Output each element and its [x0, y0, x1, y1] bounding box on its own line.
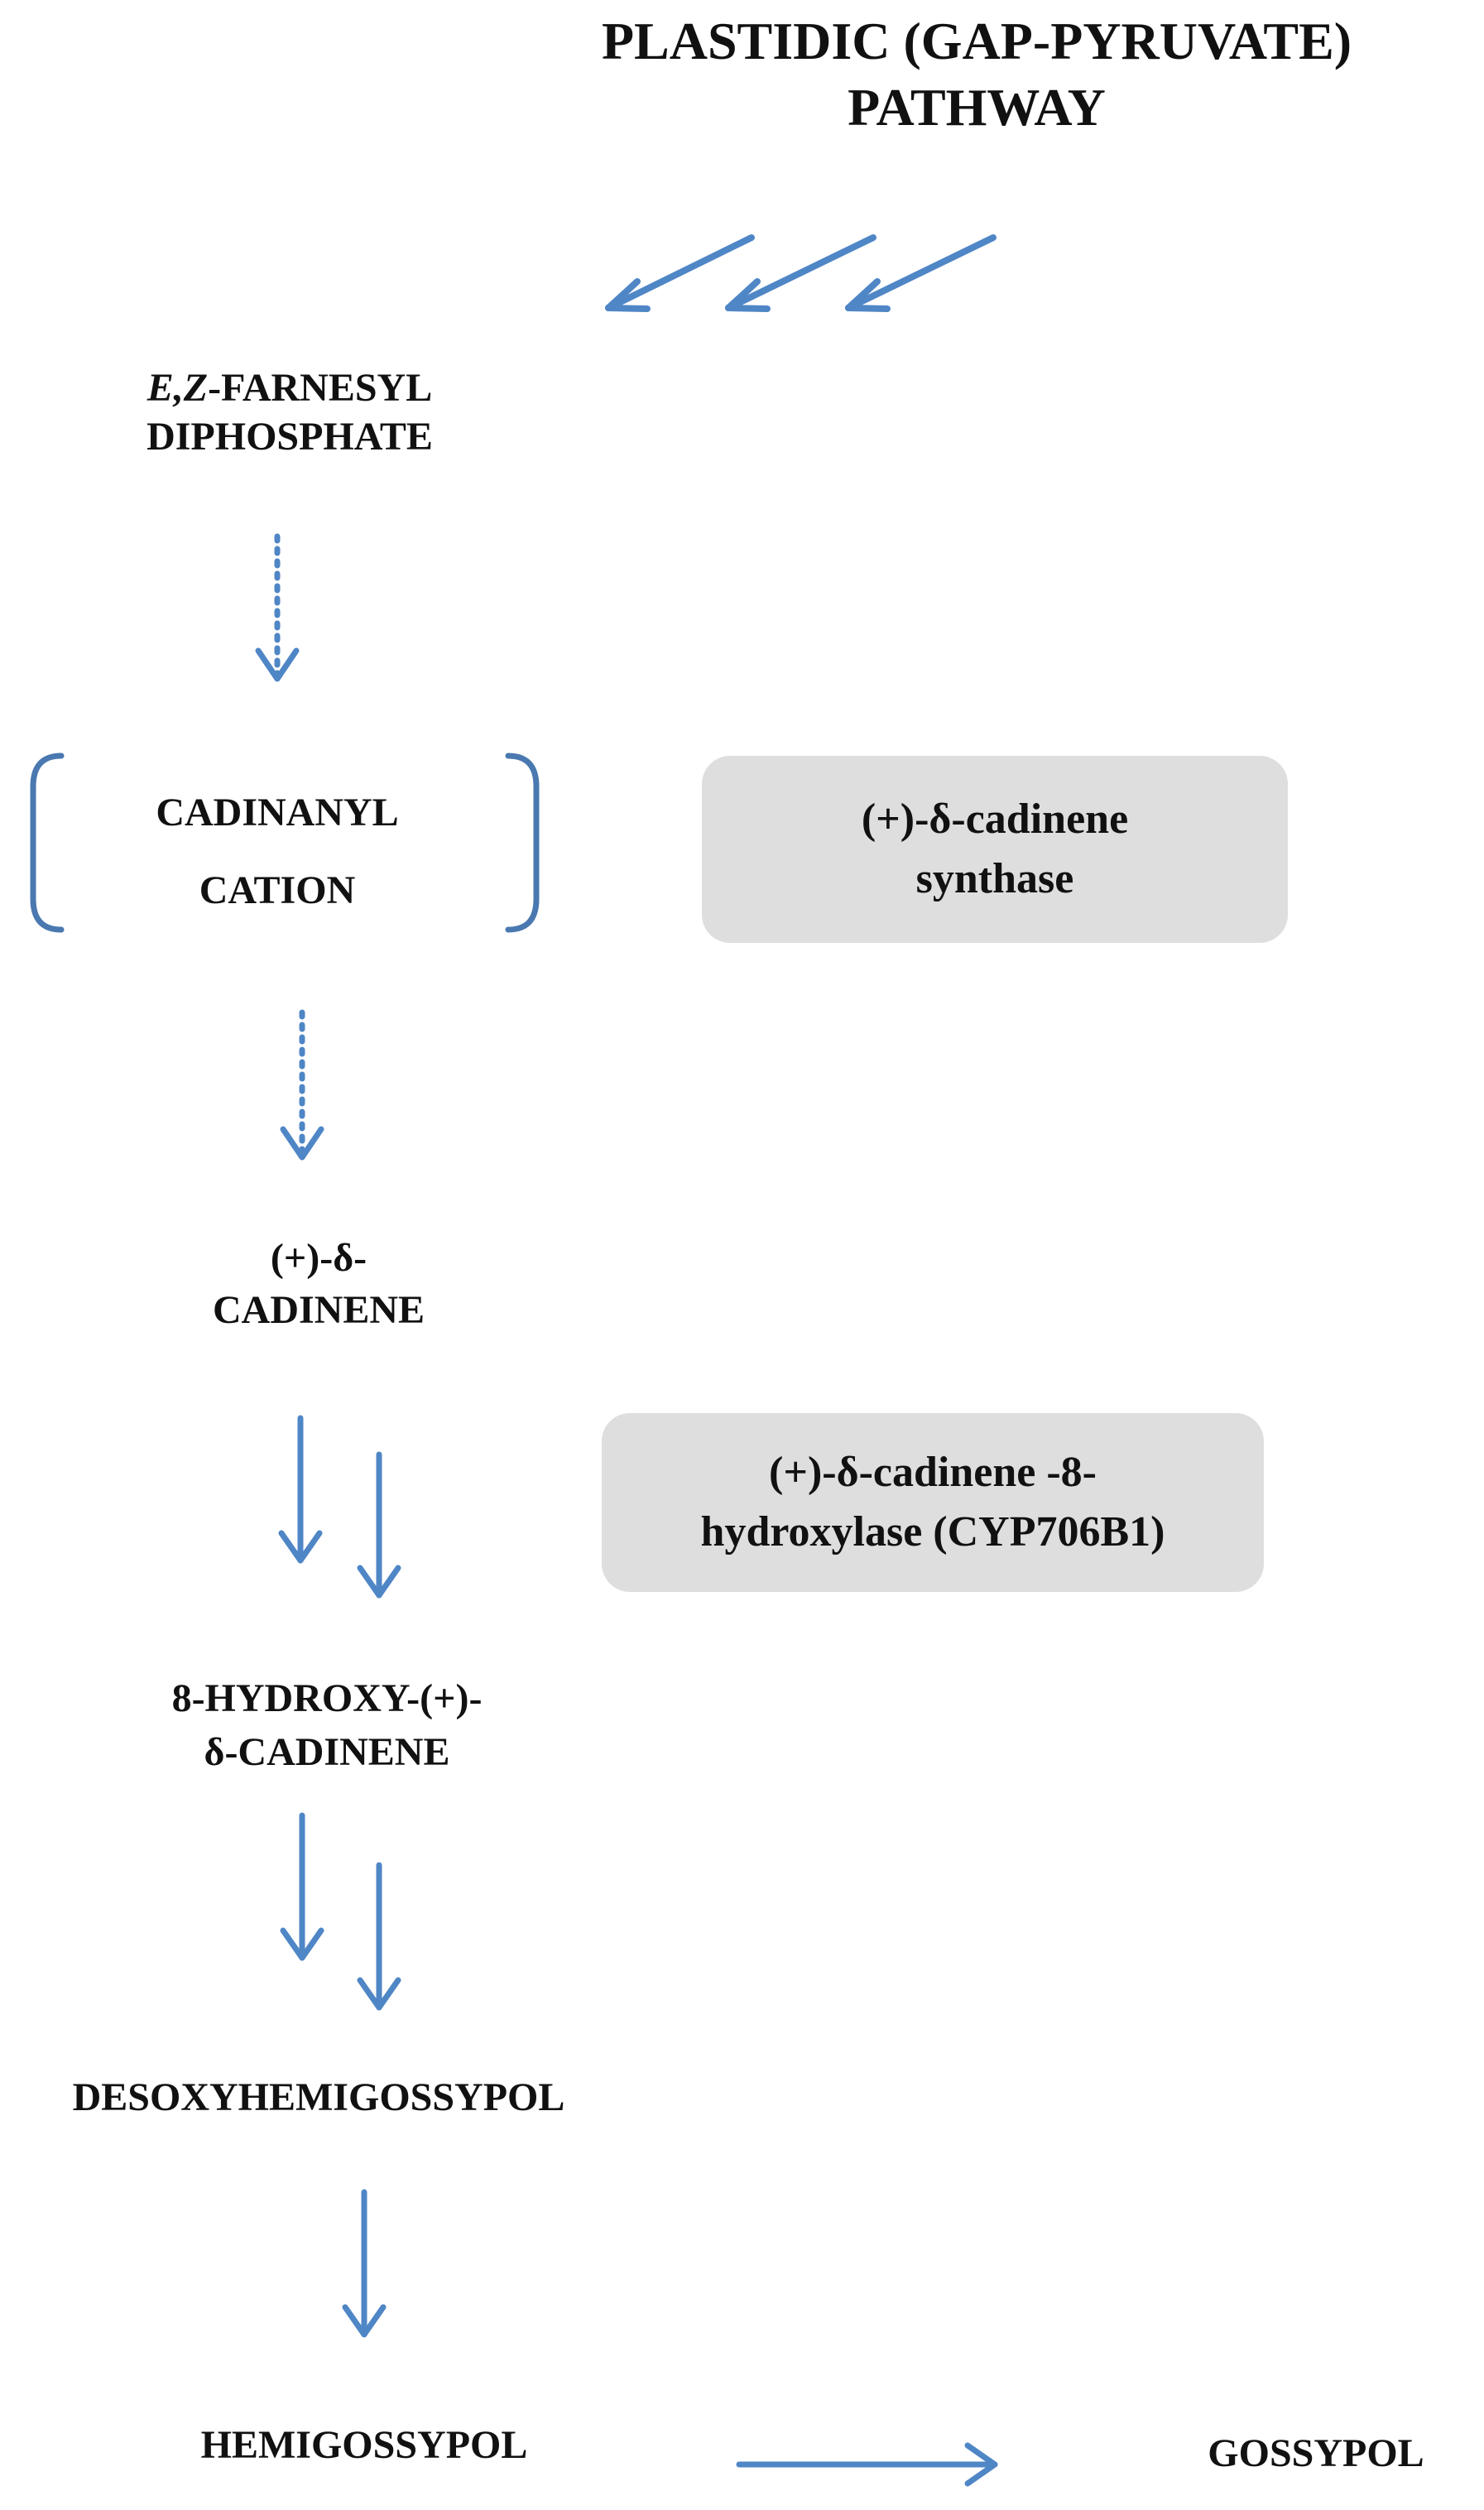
single-arrow-down: [342, 2189, 387, 2338]
synthase-line2: synthase: [915, 855, 1074, 902]
cadinene-line1: (+)-δ-: [270, 1236, 367, 1280]
farnesyl-line2: DIPHOSPHATE: [146, 414, 433, 459]
diagonal-arrow-2: [725, 234, 876, 312]
double-arrow-2: [280, 1812, 401, 2011]
compound-desoxyhemigossypol: DESOXYHEMIGOSSYPOL: [72, 2075, 565, 2119]
compound-cadinanyl-cation: CADINANYL CATION: [74, 774, 480, 929]
double-arrow-1: [278, 1415, 401, 1599]
compound-cadinene: (+)-δ- CADINENE: [124, 1232, 513, 1337]
cadinene-line2: CADINENE: [212, 1288, 425, 1333]
dotted-arrow-1: [255, 533, 300, 682]
single-arrow-right: [736, 2442, 998, 2487]
enzyme-box-hydroxylase: (+)-δ-cadinene -8- hydroxylase (CYP706B1…: [602, 1413, 1264, 1592]
farnesyl-stereo-prefix: E,Z: [146, 366, 209, 410]
cadinanyl-line2: CATION: [199, 868, 356, 912]
pathway-title-line1: PLASTIDIC (GAP-PYRUVATE): [601, 12, 1352, 70]
pathway-title: PLASTIDIC (GAP-PYRUVATE) PATHWAY: [530, 8, 1424, 141]
hydroxylase-line2: hydroxylase (CYP706B1): [700, 1508, 1165, 1556]
cadinanyl-line1: CADINANYL: [156, 791, 399, 834]
farnesyl-name: -FARNESYL: [208, 366, 433, 410]
bracket-left: [30, 753, 65, 933]
diagonal-arrow-3: [845, 234, 997, 312]
hydroxy-cadinene-line1: 8-HYDROXY-(+)-: [171, 1676, 483, 1720]
enzyme-box-synthase: (+)-δ-cadinene synthase: [702, 756, 1288, 943]
compound-hemigossypol: HEMIGOSSYPOL: [200, 2423, 528, 2467]
bracket-right: [505, 753, 540, 933]
compound-gossypol: GOSSYPOL: [1208, 2431, 1424, 2475]
pathway-title-line2: PATHWAY: [848, 78, 1106, 137]
hydroxylase-line1: (+)-δ-cadinene -8-: [769, 1449, 1097, 1497]
synthase-line1: (+)-δ-cadinene: [861, 796, 1129, 844]
compound-farnesyl-diphosphate: E,Z-FARNESYL DIPHOSPHATE: [74, 364, 505, 461]
diagonal-arrow-1: [605, 234, 755, 312]
compound-8-hydroxy-cadinene: 8-HYDROXY-(+)- δ-CADINENE: [108, 1672, 546, 1780]
hydroxy-cadinene-line2: δ-CADINENE: [204, 1729, 450, 1774]
dotted-arrow-2: [280, 1009, 324, 1161]
